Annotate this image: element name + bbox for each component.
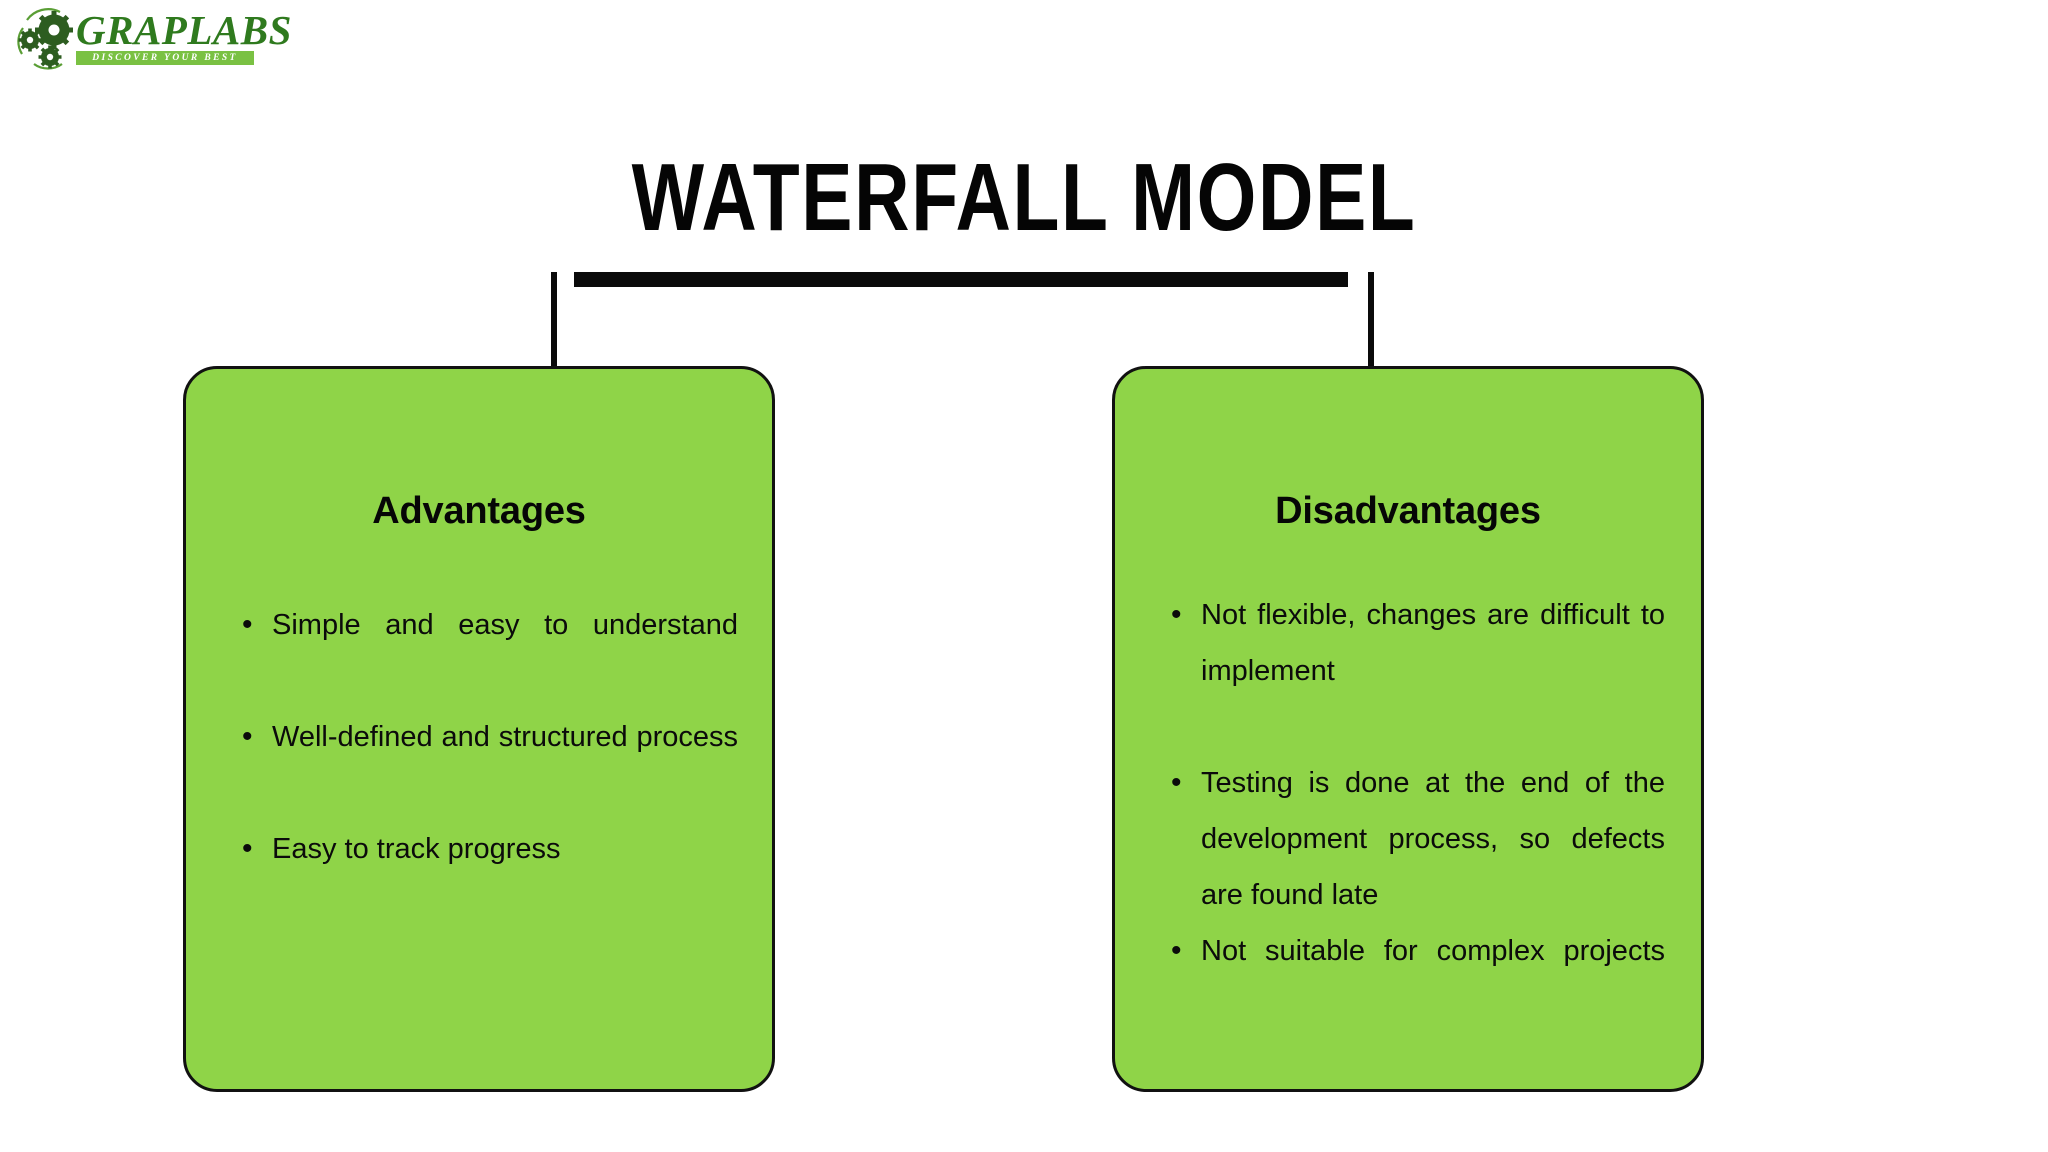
list-item: Not suitable for complex projects <box>1171 923 1665 1035</box>
list-item: Simple and easy to understand <box>242 597 738 709</box>
card-disadvantages-heading: Disadvantages <box>1275 490 1541 532</box>
list-item: Not flexible, changes are difficult to i… <box>1171 587 1665 755</box>
card-disadvantages: Disadvantages Not flexible, changes are … <box>1112 366 1704 1092</box>
card-advantages: Advantages Simple and easy to understand… <box>183 366 775 1092</box>
list-item: Testing is done at the end of the develo… <box>1171 755 1665 923</box>
disadvantages-list: Not flexible, changes are difficult to i… <box>1115 587 1701 1035</box>
brand-name: GRAPLABS <box>76 7 292 53</box>
list-item: Easy to track progress <box>242 821 738 877</box>
advantages-list: Simple and easy to understand Well-defin… <box>186 597 772 877</box>
brand-tagline: DISCOVER YOUR BEST <box>92 53 238 63</box>
card-advantages-heading: Advantages <box>372 490 586 532</box>
connector-line-disadvantages <box>1368 272 1374 368</box>
brand-wordmark: GRAPLABS DISCOVER YOUR BEST <box>76 7 292 70</box>
brand-tagline-bar: DISCOVER YOUR BEST <box>76 51 254 65</box>
title-underline-rule <box>574 272 1348 287</box>
gears-icon <box>14 6 92 72</box>
brand-logo[interactable]: GRAPLABS DISCOVER YOUR BEST <box>14 6 292 76</box>
list-item: Well-defined and structured process <box>242 709 738 821</box>
page-title: WATERFALL MODEL <box>631 144 1417 251</box>
connector-line-advantages <box>551 272 557 368</box>
title-block: WATERFALL MODEL <box>0 150 2048 246</box>
